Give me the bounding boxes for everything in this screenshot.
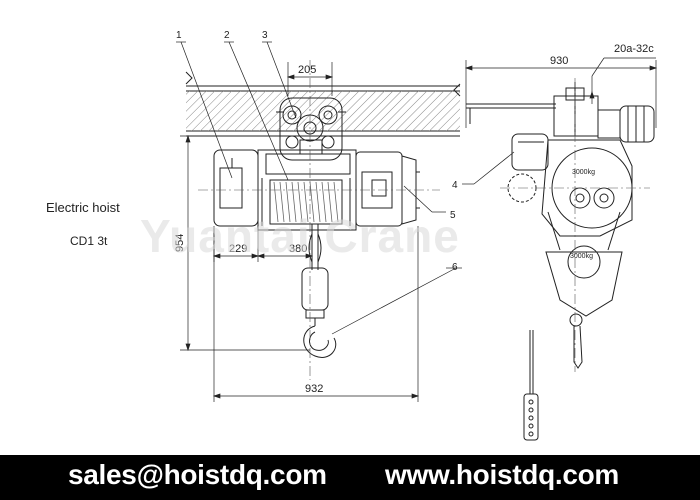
dim-height: 954 bbox=[174, 234, 186, 252]
front-view bbox=[176, 41, 462, 402]
drawing-text: Electric hoist CD1 3t 1 2 3 4 5 6 205 95… bbox=[46, 30, 654, 395]
callout-4: 4 bbox=[452, 180, 458, 191]
diagram-title: Electric hoist bbox=[46, 200, 120, 215]
website-link[interactable]: www.hoistdq.com bbox=[385, 459, 620, 490]
dim-total-length: 932 bbox=[305, 383, 323, 395]
callout-3: 3 bbox=[262, 30, 268, 41]
load-label-top: 3000kg bbox=[572, 169, 595, 176]
hoist-technical-drawing: Electric hoist CD1 3t 1 2 3 4 5 6 205 95… bbox=[46, 30, 658, 441]
dim-left-width: 229 bbox=[229, 243, 247, 255]
email-link[interactable]: sales@hoistdq.com bbox=[68, 459, 327, 490]
watermark: Yuantai Crane bbox=[140, 210, 460, 262]
dim-side-width: 930 bbox=[550, 55, 568, 67]
dim-drum-width: 380 bbox=[289, 243, 307, 255]
callout-leaders bbox=[176, 41, 462, 335]
trolley bbox=[276, 97, 346, 161]
model-label: CD1 3t bbox=[70, 234, 108, 248]
front-dimensions bbox=[180, 62, 420, 402]
contact-footer: sales@hoistdq.com www.hoistdq.com bbox=[0, 455, 700, 500]
beam-spec: 20a-32c bbox=[614, 43, 654, 55]
dim-beam-width: 205 bbox=[298, 64, 316, 76]
callout-6: 6 bbox=[452, 262, 458, 273]
pendant-control bbox=[523, 330, 539, 441]
callout-1: 1 bbox=[176, 30, 182, 41]
callout-2: 2 bbox=[224, 30, 230, 41]
side-view bbox=[462, 57, 658, 441]
load-label-bottom: 3000kg bbox=[570, 253, 593, 260]
side-dimensions bbox=[464, 57, 658, 128]
hook-block bbox=[301, 267, 337, 358]
callout-5: 5 bbox=[450, 210, 456, 221]
